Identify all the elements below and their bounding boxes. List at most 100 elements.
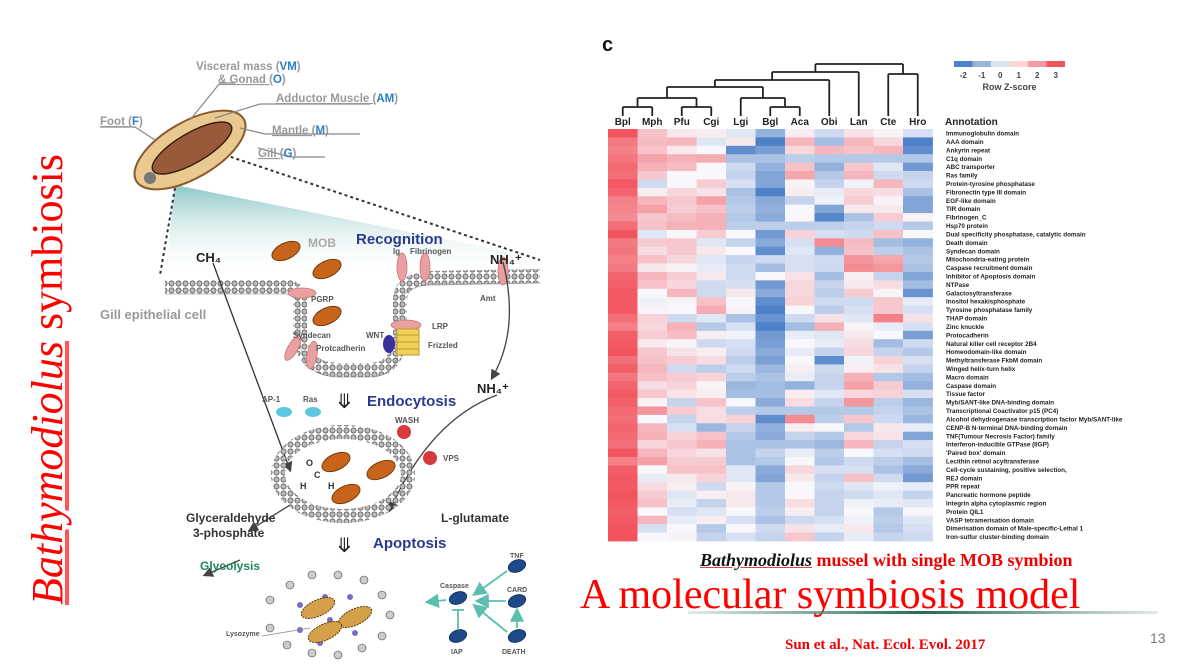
heatmap-cell (608, 187, 638, 197)
svg-text:Foot (F): Foot (F) (100, 116, 143, 128)
heatmap-cell (814, 515, 845, 525)
heatmap-cell (873, 154, 904, 164)
heatmap-cell (696, 255, 727, 264)
heatmap-cell (844, 456, 874, 466)
heatmap-cell (785, 221, 815, 231)
heatmap-cell (637, 288, 668, 298)
heatmap-cell (755, 255, 786, 264)
heatmap-cell (726, 406, 756, 416)
heatmap-cell (726, 507, 756, 517)
heatmap-cell (637, 372, 668, 382)
heatmap-cell (667, 364, 697, 374)
heatmap-cell (755, 154, 786, 164)
heatmap-cell (608, 498, 638, 508)
heatmap-cell (696, 465, 727, 475)
heatmap-cell (667, 313, 697, 323)
heatmap-cell (637, 414, 668, 424)
heatmap-cell (903, 482, 933, 491)
label-card: CARD (507, 587, 527, 594)
heatmap-cell (667, 229, 697, 239)
heatmap-cell (667, 398, 697, 407)
label-visceral-mass: Visceral mass ( (196, 61, 280, 73)
row-label: Pancreatic hormone peptide (946, 492, 1031, 499)
heatmap-cell (785, 213, 815, 222)
heatmap-cell (755, 213, 786, 222)
heatmap-cell (667, 187, 697, 197)
glycolysis-arrow (202, 559, 241, 577)
heatmap-cell (903, 364, 933, 374)
heatmap-cell (696, 137, 727, 147)
heatmap-cell (844, 297, 874, 306)
heatmap-cell (814, 129, 845, 138)
heatmap-cell (903, 229, 933, 239)
heatmap-cell (608, 440, 638, 449)
heatmap-cell (608, 137, 638, 147)
svg-text:Visceral mass (VM): Visceral mass (VM) (196, 61, 301, 73)
heatmap-cell (637, 187, 668, 197)
row-label: Caspase recruitment domain (946, 265, 1033, 272)
heatmap-cell (903, 398, 933, 407)
heatmap-cell (903, 137, 933, 147)
row-label: Iron-sulfur cluster-binding domain (946, 534, 1049, 541)
heatmap-cell (726, 532, 756, 542)
row-label: Dual specificity phosphatase, catalytic … (946, 231, 1086, 238)
legend-swatch (991, 61, 1010, 67)
label-glycolysis: Glycolysis (200, 559, 260, 573)
heatmap-cell (696, 288, 727, 298)
heatmap-cell (608, 398, 638, 407)
heatmap-cell (903, 213, 933, 222)
heatmap-cell (637, 305, 668, 315)
heatmap-cell (755, 137, 786, 147)
title-underline (688, 611, 1158, 614)
heatmap-cell (696, 440, 727, 449)
svg-text:Gill (G): Gill (G) (258, 148, 297, 160)
heatmap-cell (726, 473, 756, 483)
heatmap-cell (726, 171, 756, 180)
heatmap-cell (696, 162, 727, 172)
heatmap-cell (608, 145, 638, 155)
heatmap-cell (814, 406, 845, 416)
heatmap-cell (696, 313, 727, 323)
heatmap-cell (903, 339, 933, 349)
heatmap-cell (814, 271, 845, 281)
heatmap-cells (608, 129, 933, 542)
label-gill: Gill ( (258, 148, 284, 160)
heatmap-cell (608, 162, 638, 172)
heatmap-cell (903, 448, 933, 458)
heatmap-cell (667, 246, 697, 256)
heatmap-cell (903, 271, 933, 281)
ch4-arrow (212, 262, 293, 473)
vps-protein (423, 451, 437, 465)
heatmap-cell (637, 280, 668, 290)
svg-text:Adductor Muscle (AM): Adductor Muscle (AM) (276, 93, 398, 105)
column-header: Hro (909, 117, 926, 128)
legend-tick: 2 (1035, 71, 1040, 80)
legend-swatch (1009, 61, 1028, 67)
heatmap-cell (814, 490, 845, 500)
row-label: THAP domain (946, 316, 987, 323)
heatmap-cell (814, 137, 845, 147)
heatmap-cell (696, 238, 727, 248)
heatmap-cell (844, 414, 874, 424)
heatmap-cell (844, 406, 874, 416)
heatmap-cell (785, 515, 815, 525)
heatmap-cell (873, 507, 904, 517)
heatmap-cell (608, 196, 638, 206)
heatmap-cell (726, 414, 756, 424)
ras-protein (305, 407, 321, 417)
heatmap-cell (873, 187, 904, 197)
apoptosis-arrow-icon: ⤋ (336, 535, 353, 557)
heatmap-cell (873, 414, 904, 424)
heatmap-cell (696, 339, 727, 349)
heatmap-cell (637, 498, 668, 508)
heatmap-cell (844, 524, 874, 533)
heatmap-cell (755, 372, 786, 382)
label-pgrp: PGRP (311, 295, 334, 304)
heatmap-cell (873, 271, 904, 281)
label-h1: H (300, 481, 307, 491)
heatmap-cell (785, 507, 815, 517)
heatmap-cell (755, 313, 786, 323)
heatmap-cell (637, 246, 668, 256)
heatmap-cell (873, 196, 904, 206)
heatmap-cell (844, 473, 874, 483)
